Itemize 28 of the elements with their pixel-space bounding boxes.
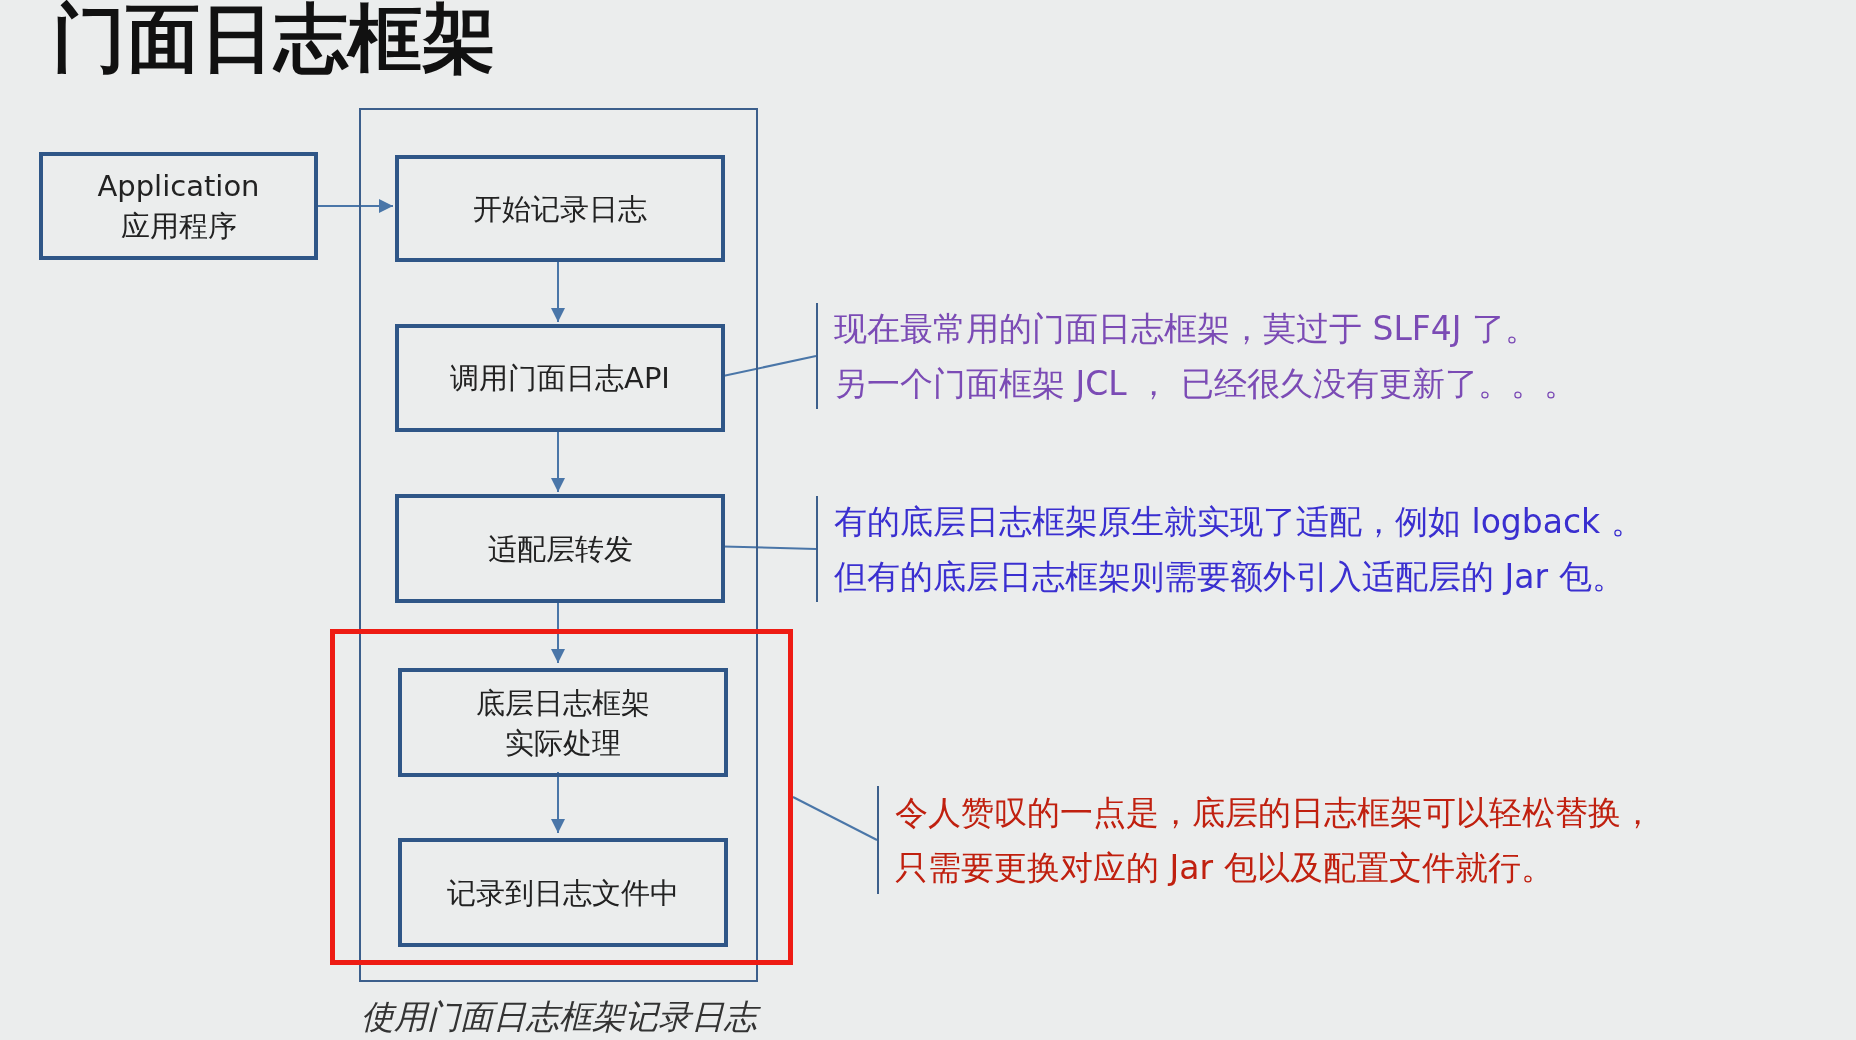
annotation-text: 现在最常用的门面日志框架，莫过于 SLF4J 了。 xyxy=(834,308,1539,350)
annotation-text: 但有的底层日志框架则需要额外引入适配层的 Jar 包。 xyxy=(834,556,1625,598)
arrow xyxy=(551,771,565,834)
annotation-text: 令人赞叹的一点是，底层的日志框架可以轻松替换，只需要更换对应的 Jar 包以及配置文件就行。 xyxy=(895,792,1655,889)
arrow xyxy=(317,199,394,213)
process-box xyxy=(395,324,725,432)
step-label: 开始记录日志 xyxy=(473,190,647,228)
leader-line xyxy=(722,545,817,550)
step-label: 底层日志框架实际处理 xyxy=(475,684,651,762)
step-label: 调用门面日志API xyxy=(450,360,670,397)
annotation-text: 另一个门面框架 JCL ， 已经很久没有更新了。。。 xyxy=(834,363,1577,405)
highlight-frame xyxy=(330,629,793,965)
step-label: Application 应用程序 xyxy=(96,168,261,245)
process-box xyxy=(398,668,728,777)
process-box xyxy=(398,838,728,947)
process-box xyxy=(395,494,725,603)
step-label: 适配层转发 xyxy=(487,530,633,568)
arrow xyxy=(551,429,565,493)
leader-line xyxy=(722,355,817,377)
annotation-text: 有的底层日志框架原生就实现了适配，例如 logback 。 xyxy=(834,501,1644,543)
title: 门面日志框架 xyxy=(52,0,496,83)
process-box xyxy=(395,155,725,262)
process-box xyxy=(39,152,318,260)
arrow xyxy=(551,259,565,323)
group-frame xyxy=(359,108,758,982)
arrow xyxy=(551,600,565,664)
step-label: 记录到日志文件中 xyxy=(447,874,679,912)
leader-line xyxy=(792,796,878,841)
